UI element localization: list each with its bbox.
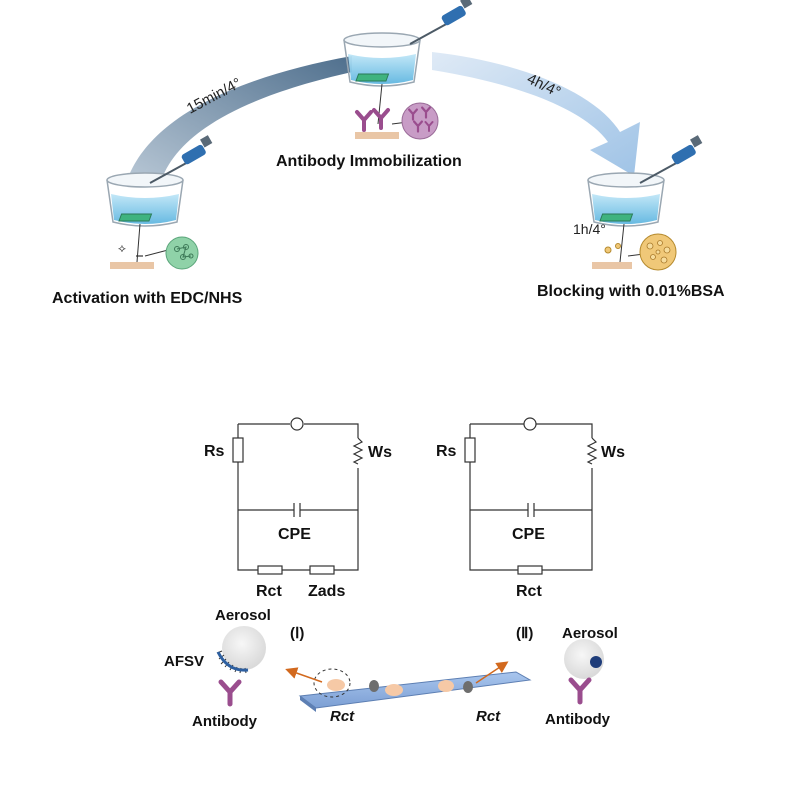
rct-left-label: Rct	[330, 708, 355, 725]
left-curved-arrow	[128, 56, 352, 184]
beaker-icon	[106, 172, 184, 227]
ws-element	[586, 437, 598, 465]
afsv-label: AFSV	[164, 653, 204, 670]
circuit-left-labels: Rs Ws CPE Rct Zads	[204, 443, 392, 600]
circuit-right-labels: Rs Ws CPE Rct	[436, 443, 625, 600]
beaker-icon	[343, 32, 421, 87]
highlight-circle	[313, 668, 351, 698]
arrow-left	[285, 667, 323, 683]
aerosol-right-label: Aerosol	[562, 625, 618, 642]
cpe-element	[293, 503, 301, 517]
beaker-icon	[587, 172, 665, 227]
activation-step: ⟡ Activation with EDC/NHS	[52, 134, 243, 307]
antibody-icon	[568, 677, 592, 705]
electrode-substrate	[355, 132, 399, 139]
circuit-right	[464, 417, 598, 575]
rct-resistor	[257, 565, 283, 575]
molecule-zoom-circle	[165, 236, 199, 270]
source-symbol	[290, 417, 304, 431]
zads-label: Zads	[308, 583, 345, 600]
blocking-label: Blocking with 0.01%BSA	[537, 283, 725, 300]
electrode-substrate	[592, 262, 632, 269]
ws-element	[352, 437, 364, 465]
antibody-right-label: Antibody	[545, 711, 611, 728]
aerosol-core	[590, 656, 602, 668]
rct-label: Rct	[516, 583, 542, 600]
cpe-label: CPE	[278, 526, 311, 543]
source-symbol	[523, 417, 537, 431]
case-one-label: (Ⅰ)	[290, 625, 304, 642]
activation-label: Activation with EDC/NHS	[52, 290, 243, 307]
cpe-label: CPE	[512, 526, 545, 543]
antibody-icon	[372, 108, 390, 130]
antibody-icon	[355, 110, 373, 132]
rct-label: Rct	[256, 583, 282, 600]
rs-label: Rs	[436, 443, 457, 460]
svg-text:⟡: ⟡	[118, 241, 126, 255]
rct-resistor	[517, 565, 543, 575]
right-curved-arrow	[432, 52, 640, 176]
molecule-zoom-circle	[401, 102, 439, 140]
blocking-time: 1h/4°	[573, 221, 606, 237]
antibody-left-label: Antibody	[192, 713, 258, 730]
aerosol-particle-right	[564, 639, 604, 679]
case-two-label: (Ⅱ)	[516, 625, 533, 642]
process-flow: 15min/4° 4h/4° ⟡ Activation with EDC/NHS	[52, 0, 725, 307]
blocking-step: 1h/4° Blocking with 0.01%BSA	[537, 134, 725, 300]
rs-resistor	[464, 437, 476, 463]
zads-resistor	[309, 565, 335, 575]
arrow-right	[475, 661, 509, 684]
electrode-substrate	[110, 262, 154, 269]
pipette-icon	[409, 0, 474, 45]
immobilization-step: Antibody Immobilization	[276, 0, 474, 170]
aerosol-left-label: Aerosol	[215, 607, 271, 624]
circuit-left	[232, 417, 364, 575]
electrode-scene: Rct Rct Aerosol (Ⅰ) AFSV Antibody (Ⅱ) Ae…	[164, 607, 618, 730]
rs-label: Rs	[204, 443, 225, 460]
ws-label: Ws	[368, 444, 392, 461]
rct-right-label: Rct	[476, 708, 501, 725]
rs-resistor	[232, 437, 244, 463]
aerosol-particle-left	[222, 626, 266, 670]
ws-label: Ws	[601, 444, 625, 461]
cpe-element	[527, 503, 535, 517]
antibody-icon	[218, 679, 242, 707]
immobilization-label: Antibody Immobilization	[276, 153, 462, 170]
